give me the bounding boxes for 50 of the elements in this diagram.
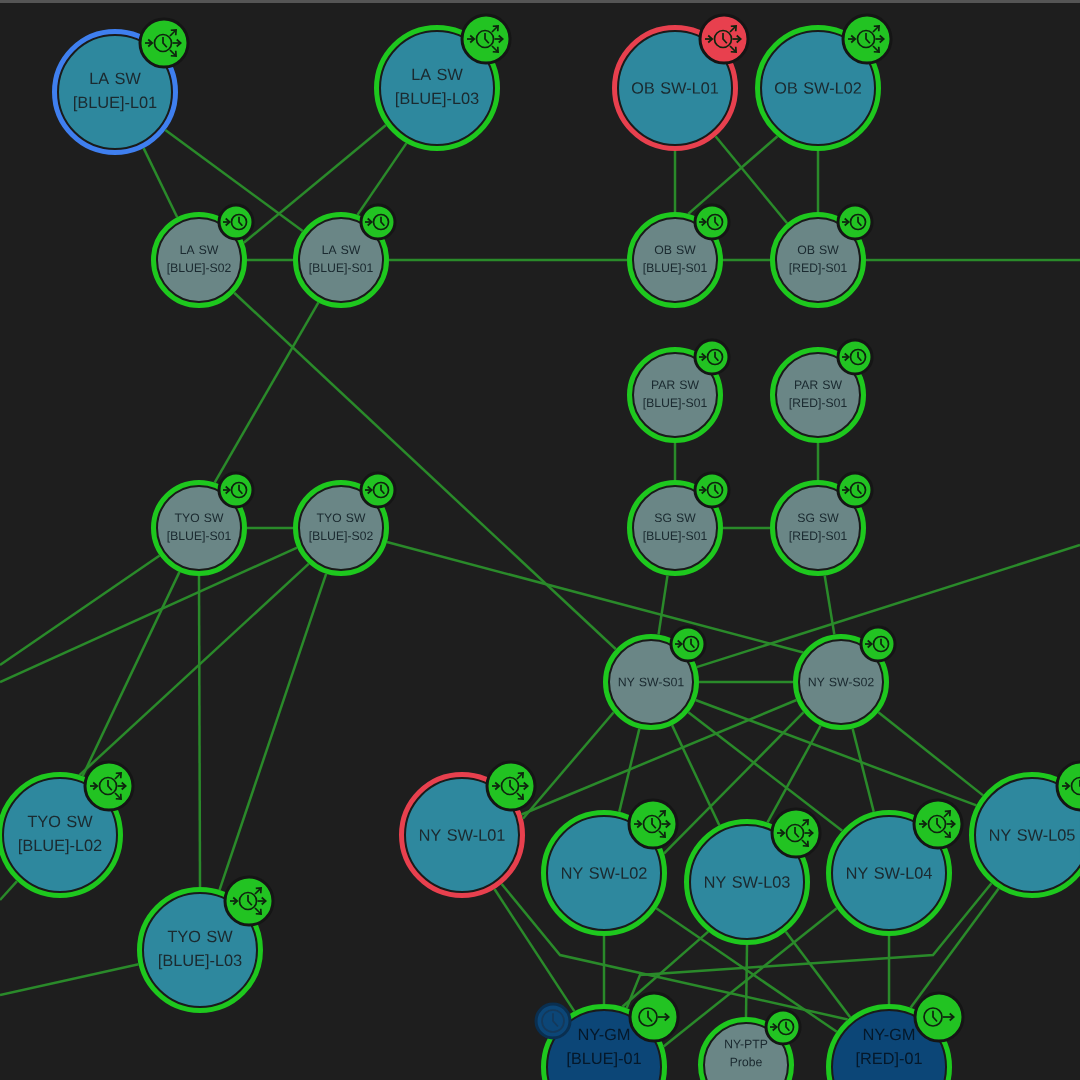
link-line [0, 962, 139, 997]
link-line [389, 258, 627, 262]
link-line [213, 301, 320, 484]
link-line [663, 711, 805, 855]
link-line [233, 291, 617, 651]
link-line [78, 562, 310, 776]
link-line [696, 543, 1080, 669]
link-line [521, 711, 615, 820]
link-line [670, 724, 721, 826]
link-line [618, 728, 641, 813]
link-line [493, 888, 576, 1013]
link-line [0, 546, 298, 684]
link-line [218, 573, 328, 891]
link-line [0, 880, 18, 901]
link-line [247, 258, 293, 262]
link-line [164, 128, 304, 233]
link-line [723, 526, 770, 530]
link-line [625, 882, 993, 1009]
link-line [714, 135, 789, 225]
link-line [673, 151, 677, 212]
link-line [877, 711, 984, 797]
link-line [766, 724, 822, 824]
link-line [866, 258, 1080, 262]
link-line [695, 698, 977, 807]
link-line [621, 930, 710, 1008]
link-line [851, 728, 875, 813]
link-line [909, 887, 1000, 1009]
link-line [816, 443, 820, 480]
link-line [673, 443, 677, 480]
link-line [687, 135, 779, 215]
link-line [243, 124, 387, 244]
link-line [0, 554, 161, 667]
link-line [744, 945, 749, 1018]
link-line [699, 680, 793, 684]
link-line [500, 883, 848, 1021]
link-line [602, 936, 606, 1004]
link-line [816, 151, 820, 212]
link-line [386, 540, 804, 654]
link-line [81, 571, 181, 777]
link-line [521, 698, 797, 816]
link-line [723, 258, 770, 262]
link-line [247, 526, 293, 530]
link-line [657, 575, 669, 635]
link-line [784, 930, 852, 1019]
link-line [356, 142, 408, 216]
link-line [197, 576, 202, 887]
link-line [687, 711, 843, 832]
link-line [823, 575, 836, 635]
link-line [142, 147, 179, 218]
link-line [887, 936, 891, 1004]
